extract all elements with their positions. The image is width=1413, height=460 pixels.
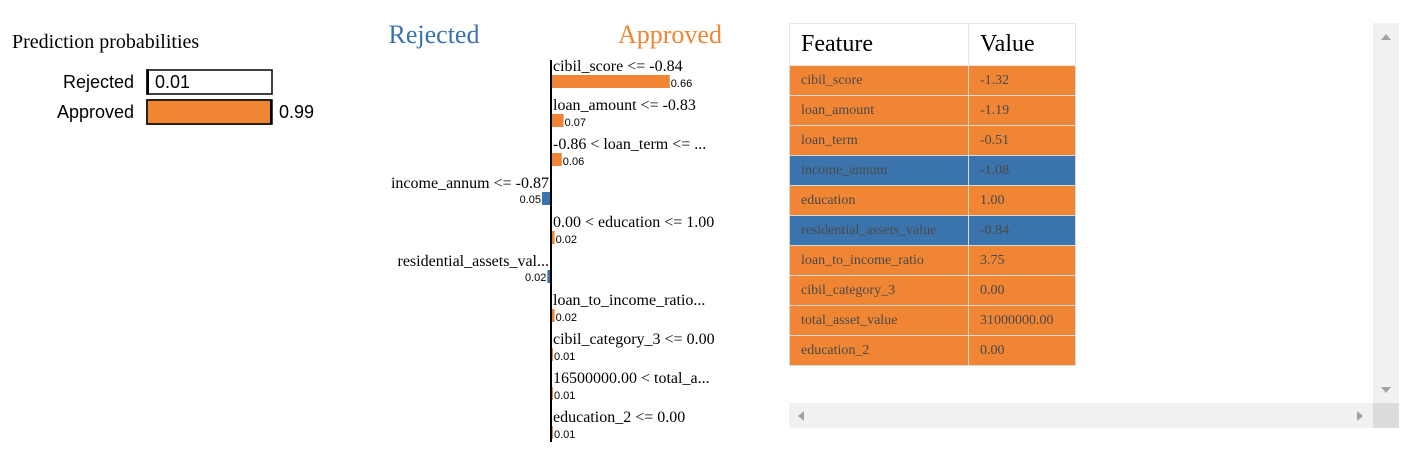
feature-value-cell: 1.00 — [968, 185, 1076, 216]
table-row: residential_assets_value-0.84 — [789, 215, 1076, 246]
weight-value: 0.01 — [554, 429, 575, 441]
feature-name-cell: loan_to_income_ratio — [789, 245, 969, 276]
feature-value-cell: -0.51 — [968, 125, 1076, 156]
probability-value: 0.99 — [279, 102, 314, 122]
feature-name-cell: income_annum — [789, 155, 969, 186]
feature-value-cell: -1.19 — [968, 95, 1076, 126]
class-label: Rejected — [63, 72, 134, 92]
weight-value: 0.02 — [556, 312, 577, 324]
feature-condition-label: loan_amount <= -0.83 — [553, 97, 696, 114]
table-row: cibil_score-1.32 — [789, 65, 1076, 96]
vertical-scrollbar[interactable] — [1373, 23, 1399, 403]
explanation-chart: Rejected Approved cibil_score <= -0.84 0.66… — [389, 20, 722, 442]
weight-value: 0.07 — [565, 117, 586, 129]
feature-value-cell: -1.32 — [968, 65, 1076, 96]
feature-condition-label: -0.86 < loan_term <= ... — [553, 136, 706, 153]
prediction-probabilities-title: Prediction probabilities — [12, 31, 200, 53]
weight-value: 0.02 — [525, 272, 546, 284]
table-row: loan_amount-1.19 — [789, 95, 1076, 126]
table-header-row: Feature Value — [789, 23, 1076, 66]
feature-column-header: Feature — [789, 23, 969, 66]
feature-name-cell: education_2 — [789, 335, 969, 366]
weight-value: 0.01 — [554, 351, 575, 363]
weight-value: 0.02 — [556, 234, 577, 246]
feature-name-cell: total_asset_value — [789, 305, 969, 336]
feature-condition-label: education_2 <= 0.00 — [553, 409, 685, 426]
feature-value-cell: -0.84 — [968, 215, 1076, 246]
feature-name-cell: residential_assets_value — [789, 215, 969, 246]
scroll-right-icon[interactable] — [1357, 411, 1363, 421]
weight-bar — [551, 231, 555, 244]
approved-header: Approved — [618, 20, 722, 49]
feature-name-cell: loan_term — [789, 125, 969, 156]
horizontal-scrollbar[interactable] — [789, 403, 1373, 428]
feature-name-cell: education — [789, 185, 969, 216]
feature-value-cell: 31000000.00 — [968, 305, 1076, 336]
feature-condition-label: 0.00 < education <= 1.00 — [553, 214, 714, 231]
weight-value: 0.06 — [563, 156, 584, 168]
scroll-down-icon[interactable] — [1381, 387, 1391, 393]
probability-bar-frame — [146, 69, 273, 95]
weight-bar — [551, 114, 564, 127]
value-column-header: Value — [968, 23, 1076, 66]
class-label: Approved — [57, 102, 134, 122]
table-row: loan_term-0.51 — [789, 125, 1076, 156]
table-row: income_annum-1.08 — [789, 155, 1076, 186]
feature-condition-label: residential_assets_val... — [397, 253, 549, 270]
weight-value: 0.01 — [554, 390, 575, 402]
feature-value-cell: 3.75 — [968, 245, 1076, 276]
weight-bar — [551, 153, 562, 166]
scrollbar-corner — [1373, 403, 1399, 428]
feature-name-cell: cibil_category_3 — [789, 275, 969, 306]
feature-name-cell: cibil_score — [789, 65, 969, 96]
feature-value-cell: 0.00 — [968, 275, 1076, 306]
feature-condition-label: loan_to_income_ratio... — [553, 292, 705, 309]
weight-bar — [551, 309, 555, 322]
weight-bar — [547, 270, 551, 283]
weight-value: 0.66 — [671, 78, 692, 90]
probability-value: 0.01 — [155, 72, 190, 92]
feature-value-cell: 0.00 — [968, 335, 1076, 366]
feature-condition-label: income_annum <= -0.87 — [391, 175, 549, 192]
probability-bar-fill — [146, 99, 272, 125]
weight-bar — [542, 192, 551, 205]
scroll-left-icon[interactable] — [798, 411, 804, 421]
weight-value: 0.05 — [520, 194, 541, 206]
scroll-up-icon[interactable] — [1381, 34, 1391, 40]
feature-condition-label: cibil_category_3 <= 0.00 — [553, 331, 715, 348]
feature-value-cell: -1.08 — [968, 155, 1076, 186]
rejected-header: Rejected — [389, 20, 480, 49]
weight-bar — [551, 75, 670, 88]
feature-condition-label: cibil_score <= -0.84 — [553, 58, 683, 75]
feature-condition-label: 16500000.00 < total_a... — [553, 370, 710, 387]
feature-name-cell: loan_amount — [789, 95, 969, 126]
probability-bar-fill — [146, 69, 149, 95]
